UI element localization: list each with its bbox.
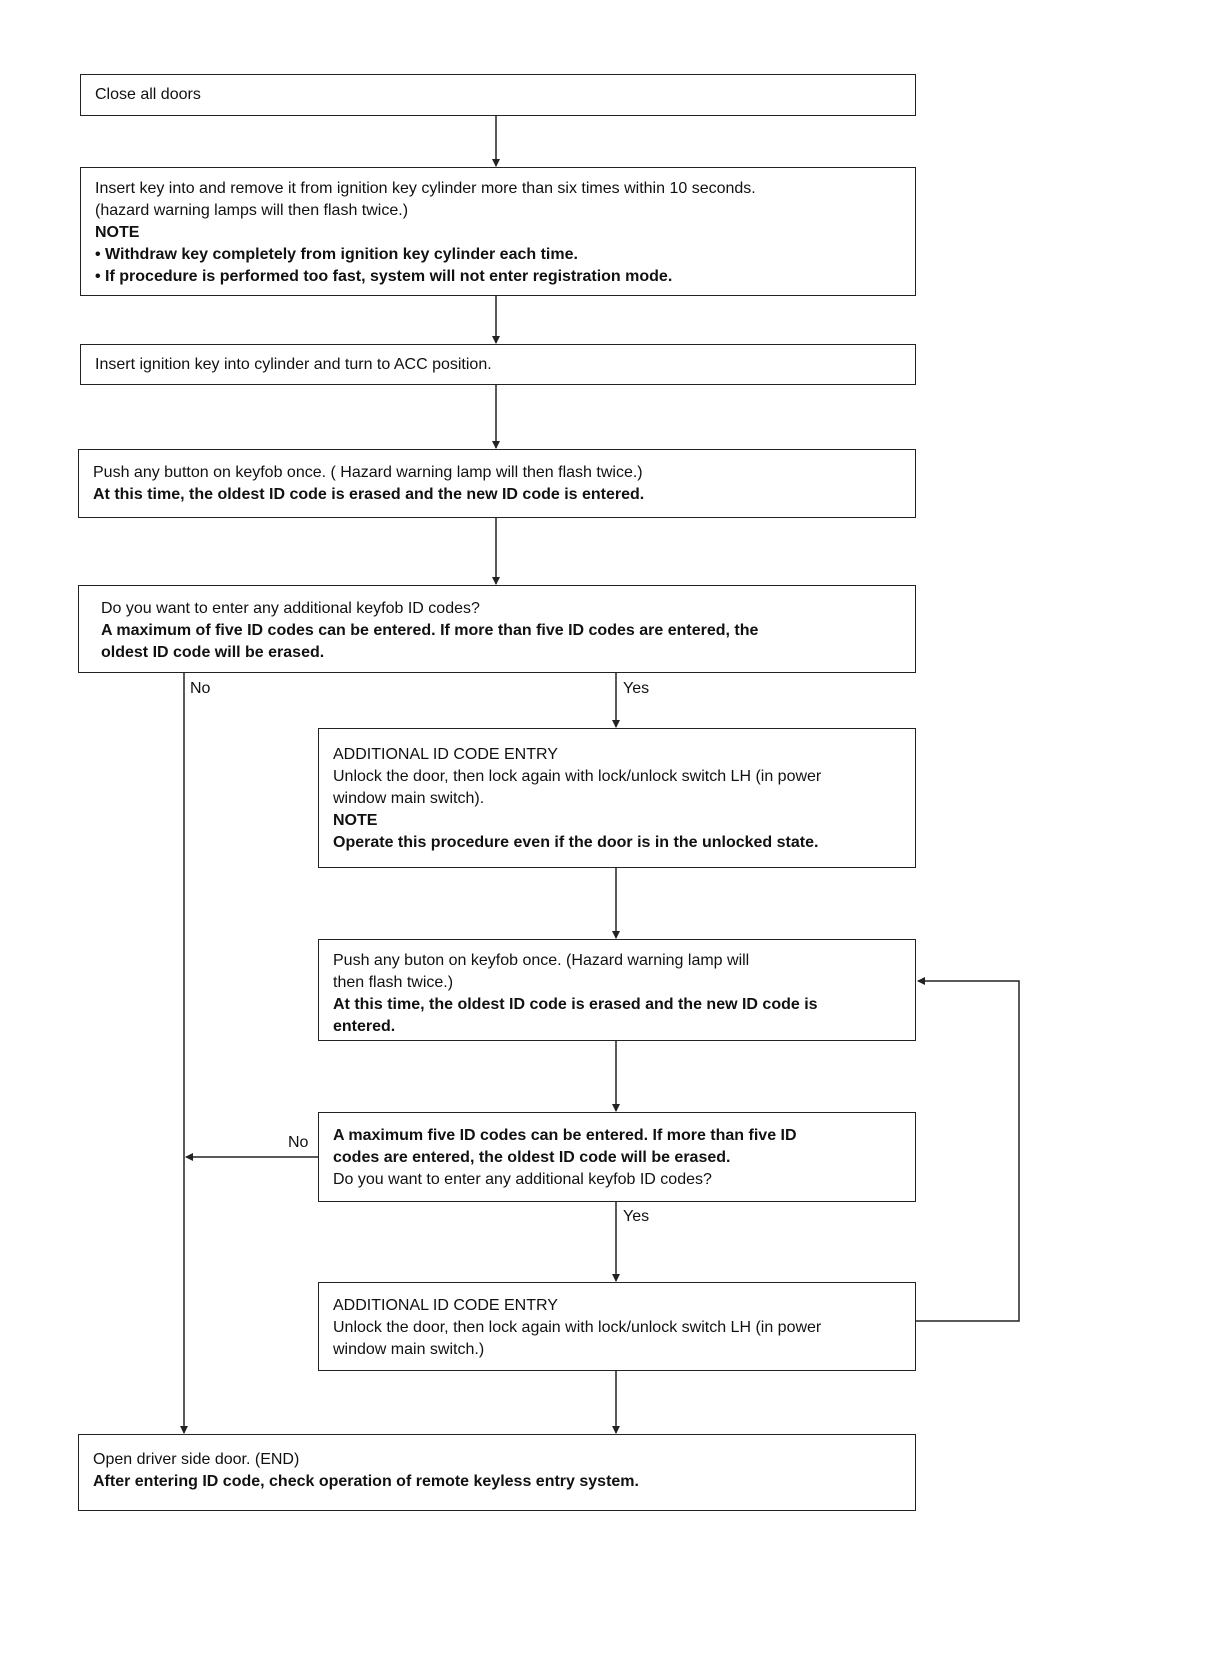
question1-line2: A maximum of five ID codes can be entere… [101, 622, 759, 639]
step-close-doors-text: Close all doors [95, 86, 201, 103]
entry2-title: ADDITIONAL ID CODE ENTRY [333, 1297, 558, 1314]
step-additional-entry-2: ADDITIONAL ID CODE ENTRY Unlock the door… [318, 1282, 916, 1371]
entry1-title: ADDITIONAL ID CODE ENTRY [333, 746, 558, 763]
push2-line2: then flash twice.) [333, 974, 454, 991]
insert-acc-text: Insert ignition key into cylinder and tu… [95, 356, 492, 373]
push2-line4: entered. [333, 1018, 396, 1035]
push2-line1: Push any buton on keyfob once. (Hazard w… [333, 952, 750, 969]
step-insert-remove-key: Insert key into and remove it from ignit… [80, 167, 916, 296]
entry1-line3: Operate this procedure even if the door … [333, 834, 819, 851]
label-yes-2: Yes [623, 1208, 650, 1225]
step-end: Open driver side door. (END) After enter… [78, 1434, 916, 1511]
label-yes-1: Yes [623, 680, 650, 697]
label-no-1: No [190, 680, 211, 697]
question2-line3: Do you want to enter any additional keyf… [333, 1171, 712, 1188]
entry1-note: NOTE [333, 812, 378, 829]
decision-additional-codes-1: Do you want to enter any additional keyf… [78, 585, 916, 673]
step-push-button-1: Push any button on keyfob once. ( Hazard… [78, 449, 916, 518]
end-line2: After entering ID code, check operation … [93, 1473, 639, 1490]
entry1-line2: window main switch). [333, 790, 485, 807]
step-insert-acc: Insert ignition key into cylinder and tu… [80, 344, 916, 385]
insert-remove-bullet1: • Withdraw key completely from ignition … [95, 246, 578, 263]
push1-line2: At this time, the oldest ID code is eras… [93, 486, 645, 503]
entry2-line2: window main switch.) [333, 1341, 485, 1358]
insert-remove-line1: Insert key into and remove it from ignit… [95, 180, 756, 197]
entry1-line1: Unlock the door, then lock again with lo… [333, 768, 822, 785]
push1-line1: Push any button on keyfob once. ( Hazard… [93, 464, 643, 481]
question2-line2: codes are entered, the oldest ID code wi… [333, 1149, 731, 1166]
question1-line3: oldest ID code will be erased. [101, 644, 325, 661]
step-additional-entry-1: ADDITIONAL ID CODE ENTRY Unlock the door… [318, 728, 916, 868]
entry2-line1: Unlock the door, then lock again with lo… [333, 1319, 822, 1336]
push2-line3: At this time, the oldest ID code is eras… [333, 996, 818, 1013]
insert-remove-note: NOTE [95, 224, 140, 241]
insert-remove-line2: (hazard warning lamps will then flash tw… [95, 202, 409, 219]
label-no-2: No [288, 1134, 309, 1151]
step-close-doors: Close all doors [80, 74, 916, 116]
question1-line1: Do you want to enter any additional keyf… [101, 600, 480, 617]
end-line1: Open driver side door. (END) [93, 1451, 300, 1468]
loop-back-arrow [916, 977, 1020, 1322]
decision-additional-codes-2: A maximum five ID codes can be entered. … [318, 1112, 916, 1202]
step-push-button-2: Push any buton on keyfob once. (Hazard w… [318, 939, 916, 1041]
question2-line1: A maximum five ID codes can be entered. … [333, 1127, 797, 1144]
insert-remove-bullet2: • If procedure is performed too fast, sy… [95, 268, 673, 285]
